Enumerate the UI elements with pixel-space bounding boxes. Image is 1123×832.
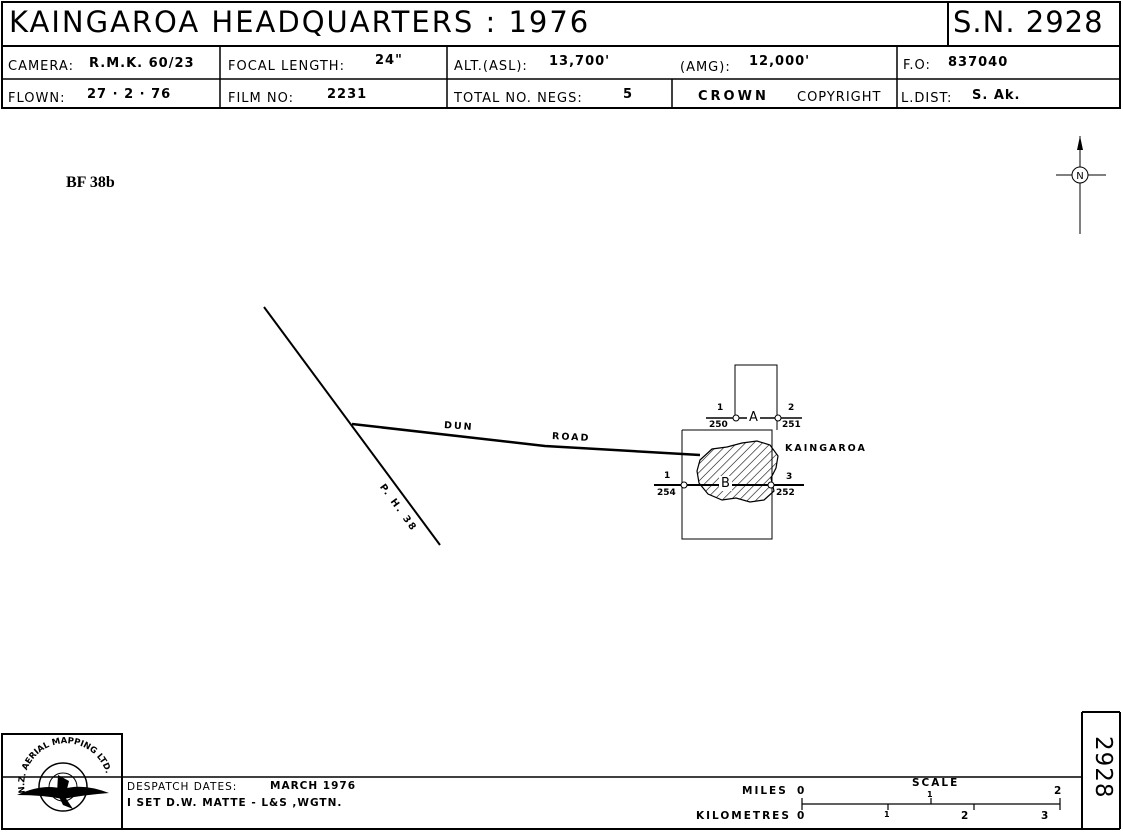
- place-label-kaingaroa: KAINGAROA: [785, 443, 867, 454]
- camera-value: R.M.K. 60/23: [89, 56, 195, 71]
- photo-3b-neg: 252: [776, 488, 795, 498]
- sortie-stamp: 2928: [1090, 736, 1116, 799]
- flown-label: FLOWN:: [8, 91, 66, 106]
- header-grid: [1, 1, 1121, 109]
- photo-2a-run: 2: [788, 403, 795, 413]
- set-line: I SET D.W. MATTE - L&S ,WGTN.: [127, 797, 343, 809]
- run-b-coverage: [681, 429, 773, 540]
- ldist-value: S. Ak.: [972, 88, 1021, 103]
- dun-road-line: [351, 422, 701, 457]
- alt-asl-value: 13,700': [549, 54, 611, 69]
- km-tick-1: 1: [884, 810, 892, 819]
- km-tick-2: 2: [961, 810, 971, 822]
- run-a-label: A: [747, 410, 760, 425]
- km-tick-0: 0: [797, 810, 807, 822]
- despatch-label: DESPATCH DATES:: [127, 781, 238, 793]
- sortie-number: S.N. 2928: [953, 5, 1104, 39]
- flown-value: 27 · 2 · 76: [87, 87, 172, 102]
- photo-1a-neg: 250: [709, 420, 728, 430]
- photo-3b-run: 3: [786, 472, 793, 482]
- miles-tick-2: 2: [1054, 785, 1064, 797]
- photo-2a-neg: 251: [782, 420, 801, 430]
- miles-label: MILES: [742, 785, 788, 797]
- focal-length-value: 24": [375, 53, 403, 68]
- nz-aerial-mapping-logo: N.Z. AERIAL MAPPING LTD.: [17, 736, 113, 812]
- miles-tick-1: 1: [927, 790, 935, 799]
- fo-label: F.O:: [903, 58, 931, 73]
- film-no-label: FILM NO:: [228, 91, 295, 106]
- map-reference: BF 38b: [66, 174, 115, 191]
- fo-value: 837040: [948, 55, 1009, 70]
- total-negs-value: 5: [623, 87, 634, 102]
- run-a-coverage: [734, 364, 778, 430]
- photo-1b-neg: 254: [657, 488, 676, 498]
- run-b-label: B: [719, 476, 732, 491]
- ldist-label: L.DIST:: [901, 91, 953, 106]
- map-title: KAINGAROA HEADQUARTERS : 1976: [9, 5, 591, 39]
- alt-asl-label: ALT.(ASL):: [454, 59, 528, 74]
- scale-label: SCALE: [912, 777, 960, 789]
- copyright-label: COPYRIGHT: [797, 90, 882, 105]
- despatch-value: MARCH 1976: [270, 780, 357, 792]
- highway-line: [263, 306, 441, 546]
- miles-tick-0: 0: [797, 785, 807, 797]
- scale-bar: [801, 798, 1061, 810]
- north-arrow-icon: N: [1056, 136, 1106, 234]
- camera-label: CAMERA:: [8, 59, 74, 74]
- crown-label: CROWN: [698, 89, 769, 104]
- amg-value: 12,000': [749, 54, 811, 69]
- total-negs-label: TOTAL NO. NEGS:: [454, 91, 583, 106]
- km-label: KILOMETRES: [696, 810, 791, 822]
- photo-1b-run: 1: [664, 471, 671, 481]
- km-tick-3: 3: [1041, 810, 1051, 822]
- film-no-value: 2231: [327, 87, 368, 102]
- north-label: N: [1076, 171, 1083, 182]
- photo-1a-run: 1: [717, 403, 724, 413]
- amg-label: (AMG):: [680, 60, 731, 75]
- focal-length-label: FOCAL LENGTH:: [228, 59, 345, 74]
